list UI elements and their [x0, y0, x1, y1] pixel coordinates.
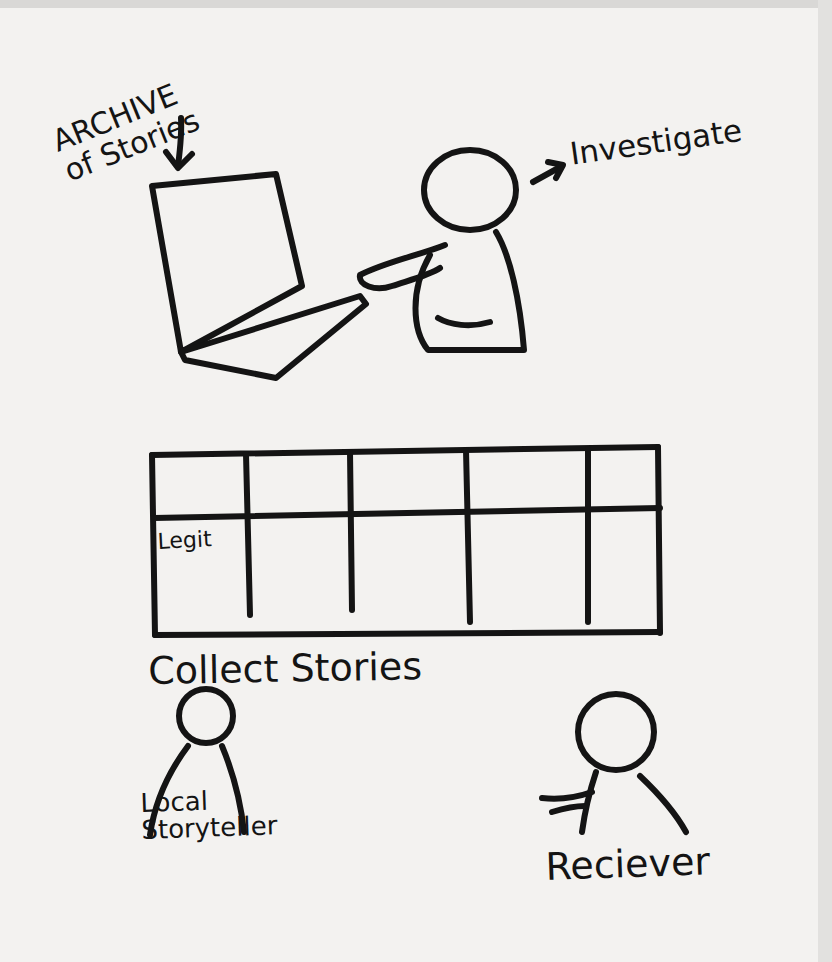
- person-label: Reciever: [545, 840, 786, 888]
- person-body: [640, 776, 686, 832]
- table-line: [350, 452, 352, 610]
- pointer-arrowhead: [166, 152, 192, 168]
- table-line: [155, 632, 660, 635]
- table-line: [152, 455, 155, 635]
- table-cell: Legit: [157, 525, 248, 553]
- pointer-arrowhead: [548, 162, 563, 178]
- table-line: [154, 508, 660, 518]
- person-label: Local Storyteller: [140, 784, 322, 845]
- laptop-base: [181, 296, 366, 378]
- paper-edge: [0, 0, 832, 8]
- table-line: [152, 447, 658, 455]
- person-arm: [542, 792, 592, 812]
- person-head: [424, 150, 516, 230]
- table-line: [658, 447, 660, 633]
- table-line: [585, 449, 591, 622]
- laptop-screen: [152, 174, 302, 352]
- person-arm: [438, 318, 490, 325]
- person-arm: [360, 245, 445, 288]
- person-body: [582, 772, 596, 832]
- table-line: [466, 450, 470, 622]
- person-head: [179, 689, 233, 743]
- paper-edge: [818, 0, 832, 962]
- person-head: [578, 694, 654, 770]
- table-caption: Collect Stories: [148, 646, 509, 692]
- table-line: [246, 454, 250, 615]
